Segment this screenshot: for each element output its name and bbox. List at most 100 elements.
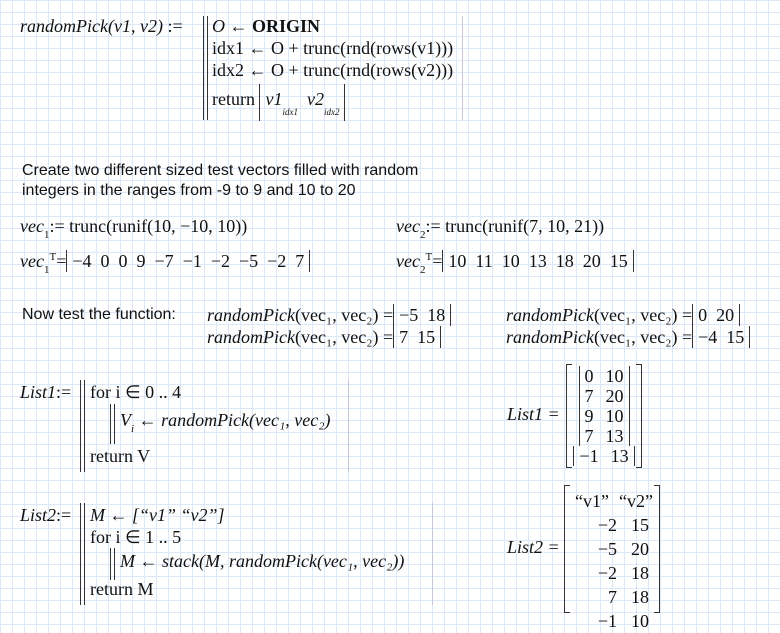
vec2-values: 10 11 10 13 18 20 15 bbox=[442, 250, 634, 272]
matrix-cell: 13 bbox=[610, 446, 629, 466]
assign-op: := bbox=[167, 16, 183, 36]
matrix-cell: −2 bbox=[597, 515, 617, 535]
origin-keyword: ORIGIN bbox=[252, 16, 321, 36]
transpose-sup: T bbox=[425, 251, 433, 263]
fn-params: (v1, v2) bbox=[107, 16, 163, 36]
matrix-cell: 9 bbox=[584, 406, 594, 426]
vec2-definition[interactable]: vec2:= trunc(runif(7, 10, 21)) bbox=[396, 216, 605, 241]
result: 7 15 bbox=[393, 326, 442, 348]
matrix-cell: “v1” bbox=[575, 491, 609, 511]
list1-result-label: List1 = bbox=[507, 404, 560, 424]
matrix-row: 0 10 bbox=[567, 366, 641, 386]
args: (vec₁, vec₂) = bbox=[593, 305, 693, 325]
for-loop[interactable]: for i ∈ 1 .. 5 bbox=[90, 527, 182, 547]
result: −4 15 bbox=[692, 326, 751, 348]
name: List1 bbox=[20, 382, 57, 402]
vec-expr: := trunc(runif(7, 10, 21)) bbox=[425, 216, 605, 236]
matrix-cell: −1 bbox=[597, 611, 617, 631]
result: 0 20 bbox=[692, 304, 741, 326]
matrix-cell: 0 bbox=[584, 366, 594, 386]
vec1-transpose-result[interactable]: vec1T=−4 0 0 9 −7 −1 −2 −5 −2 7 bbox=[20, 250, 311, 276]
list2-result-label: List2 = bbox=[507, 537, 560, 557]
test-eval-4[interactable]: randomPick(vec₁, vec₂) =−4 15 bbox=[506, 326, 751, 348]
matrix-row: −2 18 bbox=[565, 561, 659, 585]
assign-op: := bbox=[56, 382, 72, 402]
assign-op: := bbox=[56, 505, 72, 525]
result: −5 18 bbox=[393, 304, 452, 326]
region-edge bbox=[432, 503, 433, 605]
description-line-1: Create two different sized test vectors … bbox=[22, 162, 419, 179]
vec-sub: 2 bbox=[419, 264, 426, 276]
call: randomPick bbox=[207, 305, 295, 325]
test-eval-1[interactable]: randomPick(vec₁, vec₂) =−5 18 bbox=[207, 304, 452, 326]
vec-name: vec bbox=[20, 251, 44, 271]
matrix-cell: “v2” bbox=[619, 491, 653, 511]
program-bar bbox=[203, 16, 208, 120]
program-bar bbox=[80, 380, 85, 472]
expr: ← randomPick(vec₁, vec₂) bbox=[138, 410, 331, 430]
list2-definition-label[interactable]: List2:= bbox=[20, 505, 71, 526]
matrix-cell: 18 bbox=[631, 563, 649, 583]
return-line[interactable]: return V bbox=[90, 446, 151, 466]
vec2-transpose-result[interactable]: vec2T=10 11 10 13 18 20 15 bbox=[396, 250, 634, 276]
matrix-cell: −5 bbox=[597, 539, 617, 559]
var: V bbox=[120, 410, 131, 430]
fn-name: randomPick bbox=[20, 16, 108, 36]
matrix-cell: 7 bbox=[584, 386, 594, 406]
matrix-cell: 10 bbox=[605, 366, 624, 386]
inner-vector: 0 10 bbox=[578, 366, 630, 386]
matrix-row: −1 10 bbox=[565, 609, 659, 633]
test-eval-3[interactable]: randomPick(vec₁, vec₂) =0 20 bbox=[506, 304, 741, 326]
matrix-cell: 7 bbox=[584, 426, 594, 446]
for-loop[interactable]: for i ∈ 0 .. 4 bbox=[90, 382, 182, 402]
program-line-origin[interactable]: O ← ORIGIN bbox=[212, 16, 320, 37]
v2: v2 bbox=[306, 89, 324, 109]
name: List2 bbox=[20, 505, 57, 525]
init-line[interactable]: M ← [“v1” “v2”] bbox=[90, 505, 225, 525]
program-line-idx2[interactable]: idx2 ← O + trunc(rnd(rows(v2))) bbox=[212, 60, 454, 80]
matrix-cell: 20 bbox=[605, 386, 624, 406]
function-name[interactable]: randomPick(v1, v2) := bbox=[20, 16, 183, 37]
program-line-return[interactable]: return v1idx1 v2idx2 bbox=[212, 84, 346, 121]
v1: v1 bbox=[265, 89, 283, 109]
matrix-cell: 18 bbox=[631, 587, 649, 607]
return-line[interactable]: return M bbox=[90, 579, 154, 599]
loop-body-bar bbox=[110, 404, 115, 444]
return-vector: v1idx1 v2idx2 bbox=[259, 84, 346, 121]
loop-body[interactable]: Vi ← randomPick(vec₁, vec₂) bbox=[120, 410, 331, 435]
program-line-idx1[interactable]: idx1 ← O + trunc(rnd(rows(v1))) bbox=[212, 38, 454, 58]
inner-vector: −1 13 bbox=[573, 446, 635, 466]
args: (vec₁, vec₂) = bbox=[593, 327, 693, 347]
vec1-definition[interactable]: vec1:= trunc(runif(10, −10, 10)) bbox=[20, 216, 248, 241]
transpose-sup: T bbox=[49, 251, 57, 263]
call: randomPick bbox=[506, 327, 594, 347]
return-keyword: return bbox=[212, 89, 255, 109]
matrix-row: “v1” “v2” bbox=[565, 489, 659, 513]
matrix-cell: −1 bbox=[579, 446, 599, 466]
list1-definition-label[interactable]: List1:= bbox=[20, 382, 71, 403]
test-eval-2[interactable]: randomPick(vec₁, vec₂) =7 15 bbox=[207, 326, 442, 348]
matrix-cell: −2 bbox=[597, 563, 617, 583]
matrix-cell: 20 bbox=[631, 539, 649, 559]
vec-expr: := trunc(runif(10, −10, 10)) bbox=[49, 216, 248, 236]
idx1-sub: idx1 bbox=[282, 107, 298, 117]
vec-name: vec bbox=[396, 216, 420, 236]
matrix-cell: 7 bbox=[608, 587, 617, 607]
region-edge bbox=[462, 16, 463, 120]
vec-name: vec bbox=[396, 251, 420, 271]
program-bar bbox=[80, 503, 85, 605]
matrix-row: 7 18 bbox=[565, 585, 659, 609]
matrix-cell: 10 bbox=[631, 611, 649, 631]
vec-sub: 2 bbox=[419, 229, 426, 241]
vec-name: vec bbox=[20, 216, 44, 236]
vec-sub: 1 bbox=[43, 264, 50, 276]
matrix-row: −1 13 bbox=[567, 446, 641, 466]
vec-sub: 1 bbox=[43, 229, 50, 241]
loop-body[interactable]: M ← stack(M, randomPick(vec₁, vec₂)) bbox=[120, 551, 405, 571]
